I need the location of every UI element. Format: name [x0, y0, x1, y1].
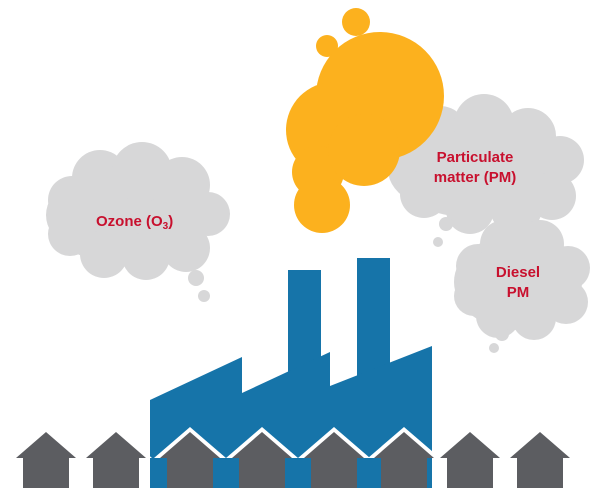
ozone-cloud-icon — [46, 142, 230, 302]
house-icon — [298, 427, 370, 488]
diesel-label: Diesel PM — [468, 263, 568, 303]
ozone-label-text: Ozone (O3) — [96, 213, 174, 232]
house-icon — [226, 427, 298, 488]
particulate-label: Particulate matter (PM) — [405, 148, 545, 188]
diesel-cloud-icon — [454, 220, 590, 353]
diesel-label-line2: PM — [506, 284, 530, 301]
house-icon — [80, 427, 152, 488]
diesel-label-line1: Diesel — [495, 264, 541, 281]
particulate-label-line2: matter (PM) — [433, 169, 517, 186]
house-icon — [368, 427, 440, 488]
particulate-label-line1: Particulate — [436, 149, 514, 166]
house-icon — [434, 427, 506, 488]
smoke-plume-icon — [286, 8, 444, 233]
house-icon — [154, 427, 226, 488]
house-icon — [10, 427, 82, 488]
house-icon — [504, 427, 576, 488]
ozone-label: Ozone (O3) — [96, 212, 226, 232]
particulate-cloud-icon — [384, 94, 584, 247]
houses-row — [10, 427, 576, 488]
chimney-caps — [288, 256, 390, 270]
